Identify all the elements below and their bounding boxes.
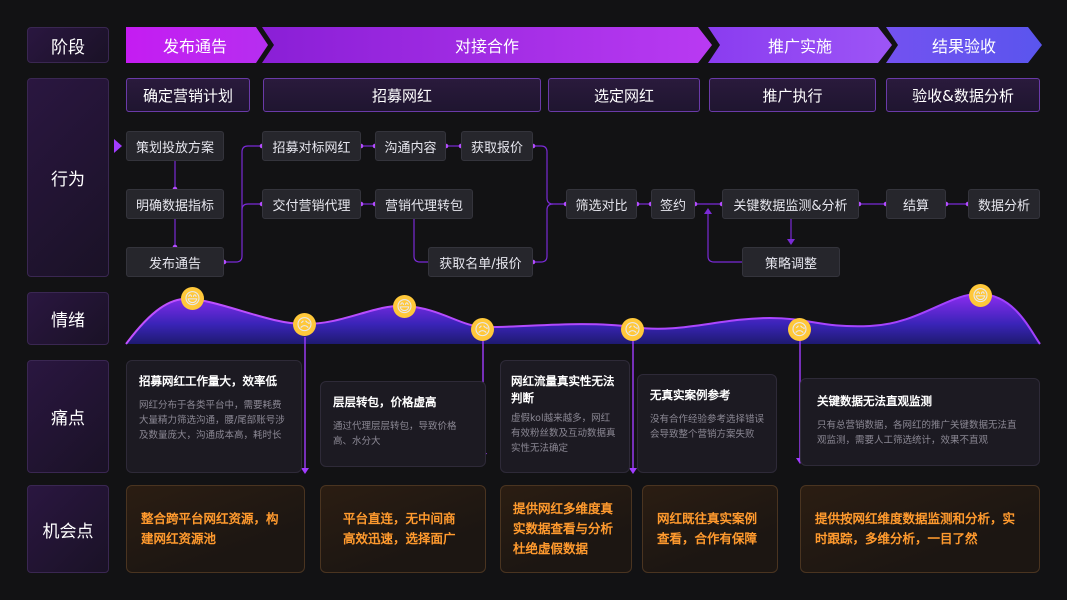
node-recruit: 招募对标网红 xyxy=(262,131,361,161)
row-label-emotion: 情绪 xyxy=(27,292,109,345)
opportunity-text: 提供按网红维度数据监测和分析，实时跟踪，多维分析，一目了然 xyxy=(815,511,1016,546)
pain-desc: 没有合作经验参考选择错误会导致整个营销方案失败 xyxy=(650,414,765,440)
opportunity-text: 网红既往真实案例查看，合作有保障 xyxy=(657,511,758,546)
sad-face-icon: 😥 xyxy=(293,313,316,336)
node-monitor: 关键数据监测&分析 xyxy=(722,189,859,219)
opportunity-card-4: 网红既往真实案例查看，合作有保障 xyxy=(642,485,778,573)
substage-recruit: 招募网红 xyxy=(263,78,541,112)
pain-title: 层层转包，价格虚高 xyxy=(333,395,437,409)
node-adjust: 策略调整 xyxy=(742,247,840,277)
node-plan: 策划投放方案 xyxy=(126,131,224,161)
pain-card-1: 招募网红工作量大，效率低 网红分布于各类平台中，需要耗费大量精力筛选沟通，腰/尾… xyxy=(126,360,302,473)
stage-chevron-1 xyxy=(126,27,268,63)
node-publish: 发布通告 xyxy=(126,247,224,277)
substage-select: 选定网红 xyxy=(548,78,700,112)
pain-card-2: 层层转包，价格虚高 通过代理层层转包，导致价格高、水分大 xyxy=(320,381,486,467)
stage-chevron-2 xyxy=(262,27,712,63)
stage-label-3: 推广实施 xyxy=(767,37,832,56)
node-settle: 结算 xyxy=(886,189,946,219)
node-indicator: 明确数据指标 xyxy=(126,189,224,219)
pain-title: 网红流量真实性无法判断 xyxy=(511,374,615,405)
opportunity-card-3: 提供网红多维度真实数据查看与分析杜绝虚假数据 xyxy=(500,485,632,573)
stage-chevron-4 xyxy=(886,27,1042,63)
substage-plan: 确定营销计划 xyxy=(126,78,250,112)
substage-acceptance: 验收&数据分析 xyxy=(886,78,1040,112)
emotion-area xyxy=(126,293,1040,344)
pain-desc: 虚假kol越来越多，网红有效粉丝数及互动数据真实性无法确定 xyxy=(511,413,616,454)
sad-face-icon: 😥 xyxy=(621,318,644,341)
pain-desc: 只有总营销数据，各网红的推广关键数据无法直观监测，需要人工筛选统计，效果不直观 xyxy=(817,420,1017,446)
pain-title: 招募网红工作量大，效率低 xyxy=(139,374,277,388)
node-sublet: 营销代理转包 xyxy=(375,189,473,219)
node-agent: 交付营销代理 xyxy=(262,189,361,219)
stage-label-2: 对接合作 xyxy=(454,37,519,56)
opportunity-card-2: 平台直连，无中间商高效迅速，选择面广 xyxy=(320,485,486,573)
stage-label-4: 结果验收 xyxy=(931,37,996,56)
stage-chevron-3 xyxy=(708,27,892,63)
stage-label-1: 发布通告 xyxy=(162,37,227,56)
opportunity-text: 提供网红多维度真实数据查看与分析杜绝虚假数据 xyxy=(513,501,614,556)
sad-face-icon: 😥 xyxy=(788,318,811,341)
pain-desc: 网红分布于各类平台中，需要耗费大量精力筛选沟通，腰/尾部账号涉及数量庞大，沟通成… xyxy=(139,400,285,441)
happy-face-icon: 😄 xyxy=(393,295,416,318)
node-sign: 签约 xyxy=(651,189,695,219)
pain-title: 关键数据无法直观监测 xyxy=(817,394,932,408)
row-label-stage: 阶段 xyxy=(27,27,109,63)
node-communicate: 沟通内容 xyxy=(375,131,446,161)
opportunity-text: 整合跨平台网红资源，构建网红资源池 xyxy=(141,511,279,546)
sad-face-icon: 😥 xyxy=(471,318,494,341)
pain-card-5: 关键数据无法直观监测 只有总营销数据，各网红的推广关键数据无法直观监测，需要人工… xyxy=(800,378,1040,466)
node-quote: 获取报价 xyxy=(461,131,533,161)
happy-face-icon: 😄 xyxy=(181,287,204,310)
node-filter: 筛选对比 xyxy=(566,189,637,219)
row-label-opportunity: 机会点 xyxy=(27,485,109,573)
pain-desc: 通过代理层层转包，导致价格高、水分大 xyxy=(333,421,457,447)
pain-card-4: 无真实案例参考 没有合作经验参考选择错误会导致整个营销方案失败 xyxy=(637,374,777,473)
pain-card-3: 网红流量真实性无法判断 虚假kol越来越多，网红有效粉丝数及互动数据真实性无法确… xyxy=(500,360,630,473)
row-label-behavior: 行为 xyxy=(27,78,109,277)
substage-execute: 推广执行 xyxy=(709,78,876,112)
node-analysis: 数据分析 xyxy=(968,189,1040,219)
happy-face-icon: 😄 xyxy=(969,284,992,307)
opportunity-card-5: 提供按网红维度数据监测和分析，实时跟踪，多维分析，一目了然 xyxy=(800,485,1040,573)
stage-chevron-bar xyxy=(126,27,1042,63)
node-list: 获取名单/报价 xyxy=(428,247,533,277)
opportunity-card-1: 整合跨平台网红资源，构建网红资源池 xyxy=(126,485,305,573)
pain-title: 无真实案例参考 xyxy=(650,388,731,402)
row-label-pain: 痛点 xyxy=(27,360,109,473)
opportunity-text: 平台直连，无中间商高效迅速，选择面广 xyxy=(343,511,456,546)
